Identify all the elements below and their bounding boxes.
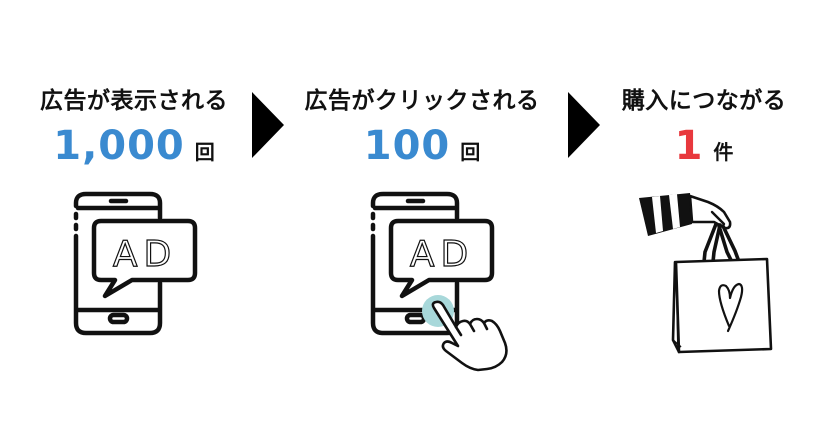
step-count-purchase: 1 件	[598, 124, 810, 168]
impression-count-unit: 回	[194, 140, 215, 164]
step-heading-impression: 広告が表示される	[40, 88, 228, 114]
step-purchase: 購入につながる 1 件	[598, 0, 840, 440]
click-count-value: 100	[363, 123, 451, 169]
impression-count-value: 1,000	[53, 123, 185, 169]
purchase-count-value: 1	[674, 123, 704, 169]
triangle-right-icon	[252, 92, 284, 158]
step-click: 広告がクリックされる 100 回	[285, 0, 570, 440]
step-heading-click: 広告がクリックされる	[304, 88, 540, 114]
step-impression: 広告が表示される 1,000 回	[0, 0, 270, 440]
triangle-right-icon	[568, 92, 600, 158]
purchase-count-unit: 件	[713, 140, 734, 164]
step-count-impression: 1,000 回	[24, 124, 244, 168]
step-count-click: 100 回	[287, 124, 557, 168]
step-heading-purchase: 購入につながる	[621, 88, 787, 114]
click-count-unit: 回	[460, 140, 481, 164]
